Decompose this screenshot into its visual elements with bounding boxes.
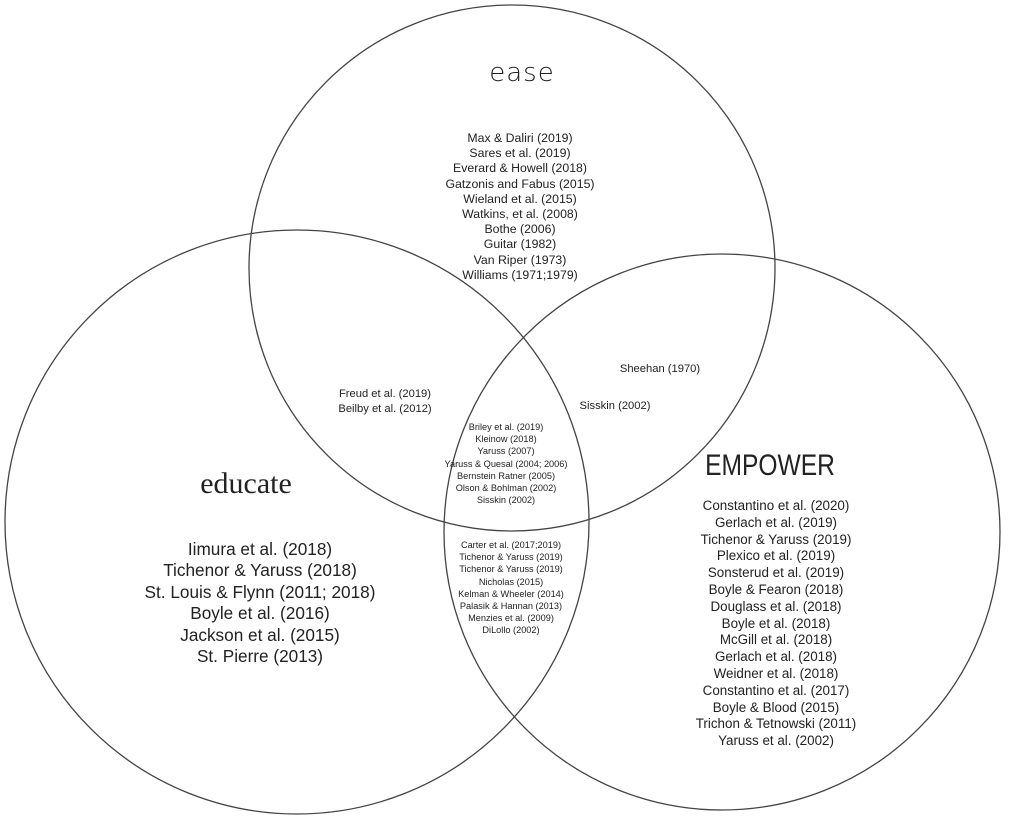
- list-item: Yaruss & Quesal (2004; 2006): [444, 458, 568, 469]
- ease-empower-outer-item: Sheehan (1970): [619, 363, 701, 375]
- list-item: Weidner et al. (2018): [713, 665, 839, 681]
- ease-title: ease: [489, 58, 555, 88]
- educate-only-list: Iimura et al. (2018) Tichenor & Yaruss (…: [130, 539, 390, 667]
- list-item: Nicholas (2015): [478, 576, 544, 587]
- educate-circle: [4, 229, 590, 815]
- list-item: Boyle et al. (2016): [190, 603, 330, 624]
- list-item: Tichenor & Yaruss (2019): [459, 552, 563, 563]
- list-item: Menzies et al. (2009): [468, 613, 554, 624]
- list-item: Gerlach et al. (2018): [714, 649, 838, 665]
- list-item: Kelman & Wheeler (2014): [458, 588, 564, 599]
- list-item: Tichenor & Yaruss (2019): [700, 531, 852, 547]
- list-item: Gatzonis and Fabus (2015): [445, 176, 595, 191]
- list-item: Briley et al. (2019): [468, 422, 544, 432]
- list-item: Gerlach et al. (2019): [714, 514, 838, 530]
- ease-empower-item: Sisskin (2002): [579, 400, 651, 412]
- list-item: St. Pierre (2013): [196, 646, 324, 667]
- list-item: DiLollo (2002): [482, 625, 540, 636]
- list-item: Max & Daliri (2019): [467, 131, 573, 145]
- empower-title: EMPOWER: [705, 449, 835, 482]
- list-item: Sisskin (2002): [476, 495, 536, 506]
- list-item: Constantino et al. (2017): [702, 682, 850, 698]
- list-item: Jackson et al. (2015): [180, 624, 340, 645]
- list-item: Everard & Howell (2018): [453, 161, 587, 176]
- list-item: Beilby et al. (2012): [338, 402, 432, 415]
- list-item: St. Louis & Flynn (2011; 2018): [144, 581, 376, 602]
- list-item: Boyle & Blood (2015): [712, 699, 840, 715]
- list-item: Bernstein Ratner (2005): [456, 470, 556, 481]
- empower-circle: [443, 253, 1001, 811]
- list-item: Tichenor & Yaruss (2019): [459, 564, 563, 575]
- list-item: Kleinow (2018): [475, 434, 537, 445]
- list-item: Van Riper (1973): [473, 252, 567, 267]
- list-item: Guitar (1982): [483, 237, 557, 252]
- ease-circle: [248, 4, 776, 532]
- list-item: McGill et al. (2018): [719, 632, 833, 648]
- list-item: Plexico et al. (2019): [716, 548, 836, 564]
- list-item: Sonsterud et al. (2019): [707, 565, 845, 581]
- list-item: Sares et al. (2019): [469, 146, 571, 161]
- empower-only-list: Constantino et al. (2020) Gerlach et al.…: [676, 498, 876, 750]
- list-item: Tichenor & Yaruss (2018): [163, 560, 357, 581]
- list-item: Carter et al. (2017;2019): [460, 540, 562, 550]
- list-item: Yaruss (2007): [477, 446, 535, 457]
- list-item: Trichon & Tetnowski (2011): [695, 716, 857, 732]
- list-item: Yaruss et al. (2002): [718, 733, 834, 749]
- list-item: Constantino et al. (2020): [702, 498, 850, 513]
- list-item: Boyle et al. (2018): [721, 615, 831, 631]
- list-item: Palasik & Hannan (2013): [459, 601, 563, 612]
- list-item: Freud et al. (2019): [338, 388, 432, 400]
- list-item: Williams (1971;1979): [462, 267, 578, 282]
- list-item: Wieland et al. (2015): [463, 191, 577, 206]
- educate-empower-list: Carter et al. (2017;2019) Tichenor & Yar…: [431, 539, 591, 637]
- list-item: Watkins, et al. (2008): [462, 207, 578, 222]
- ease-only-list: Max & Daliri (2019) Sares et al. (2019) …: [420, 131, 620, 283]
- list-item: Bothe (2006): [484, 222, 556, 237]
- list-item: Boyle & Fearon (2018): [708, 581, 844, 597]
- list-item: Iimura et al. (2018): [187, 539, 333, 559]
- ease-educate-list: Freud et al. (2019) Beilby et al. (2012): [320, 387, 450, 416]
- list-item: Douglass et al. (2018): [710, 598, 842, 614]
- educate-title: educate: [200, 467, 292, 500]
- all-three-list: Briley et al. (2019) Kleinow (2018) Yaru…: [426, 421, 586, 506]
- list-item: Olson & Bohlman (2002): [455, 483, 557, 494]
